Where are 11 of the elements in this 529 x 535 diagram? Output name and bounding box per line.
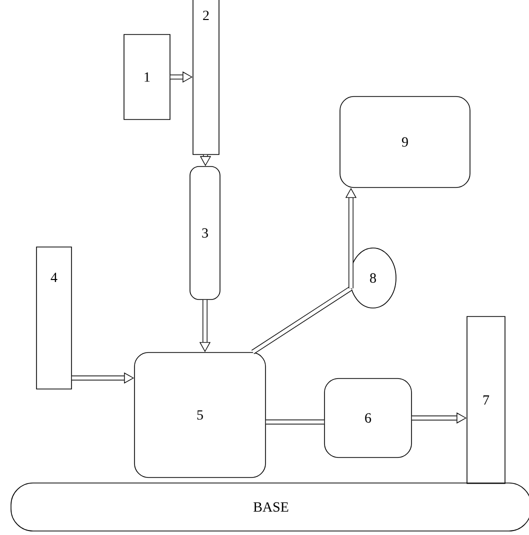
pipe bbox=[266, 420, 324, 424]
rounded-box: 6 bbox=[324, 378, 412, 458]
rounded-box: 5 bbox=[134, 352, 266, 478]
box: 4 bbox=[36, 246, 72, 390]
base-platform: BASE bbox=[10, 482, 529, 532]
box: 7 bbox=[466, 316, 506, 484]
funnel: 2 bbox=[192, 0, 220, 155]
capsule: 3 bbox=[190, 166, 220, 300]
pipe bbox=[251, 286, 352, 354]
box: 1 bbox=[124, 34, 170, 120]
rounded-box: 9 bbox=[340, 96, 470, 188]
